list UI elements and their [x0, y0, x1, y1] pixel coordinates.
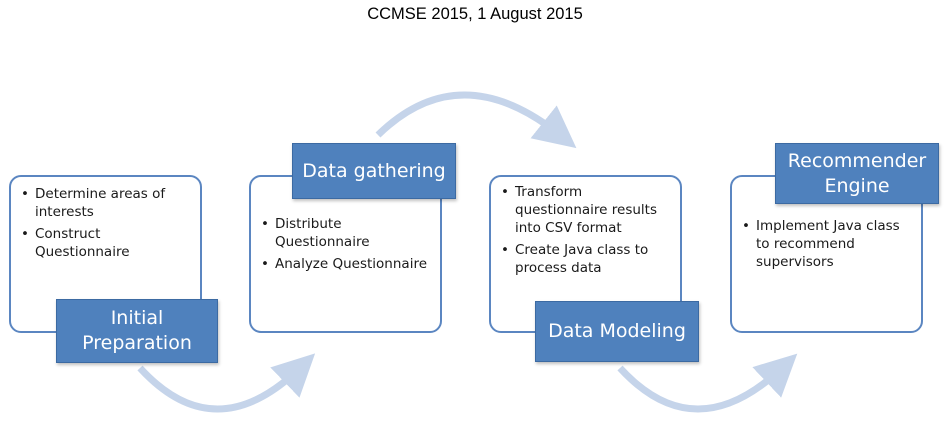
step1-item-1: Determine areas of interests — [19, 185, 192, 221]
step1-item-2: Construct Questionnaire — [19, 225, 192, 261]
step3-box: Transform questionnaire results into CSV… — [489, 175, 682, 333]
step3-list: Transform questionnaire results into CSV… — [499, 183, 674, 277]
arrow-step2-to-step3 — [375, 91, 577, 149]
step2-item-2: Analyze Questionnaire — [259, 255, 432, 273]
step3-item-2: Create Java class to process data — [499, 241, 674, 277]
arrow-step3-to-step4 — [617, 353, 798, 413]
step3-item-1: Transform questionnaire results into CSV… — [499, 183, 674, 237]
step2-list: Distribute Questionnaire Analyze Questio… — [259, 215, 432, 273]
step1-label: Initial Preparation — [56, 299, 218, 363]
step4-label: Recommender Engine — [775, 143, 939, 204]
step4-list: Implement Java class to recommend superv… — [740, 217, 913, 271]
step2-item-1: Distribute Questionnaire — [259, 215, 432, 251]
step3-label: Data Modeling — [535, 301, 699, 362]
page-title: CCMSE 2015, 1 August 2015 — [367, 5, 583, 23]
step1-list: Determine areas of interests Construct Q… — [19, 185, 192, 261]
step2-label: Data gathering — [292, 143, 456, 199]
step4-item-1: Implement Java class to recommend superv… — [740, 217, 913, 271]
step2-box: Distribute Questionnaire Analyze Questio… — [249, 175, 442, 333]
arrow-step1-to-step2 — [137, 353, 316, 413]
